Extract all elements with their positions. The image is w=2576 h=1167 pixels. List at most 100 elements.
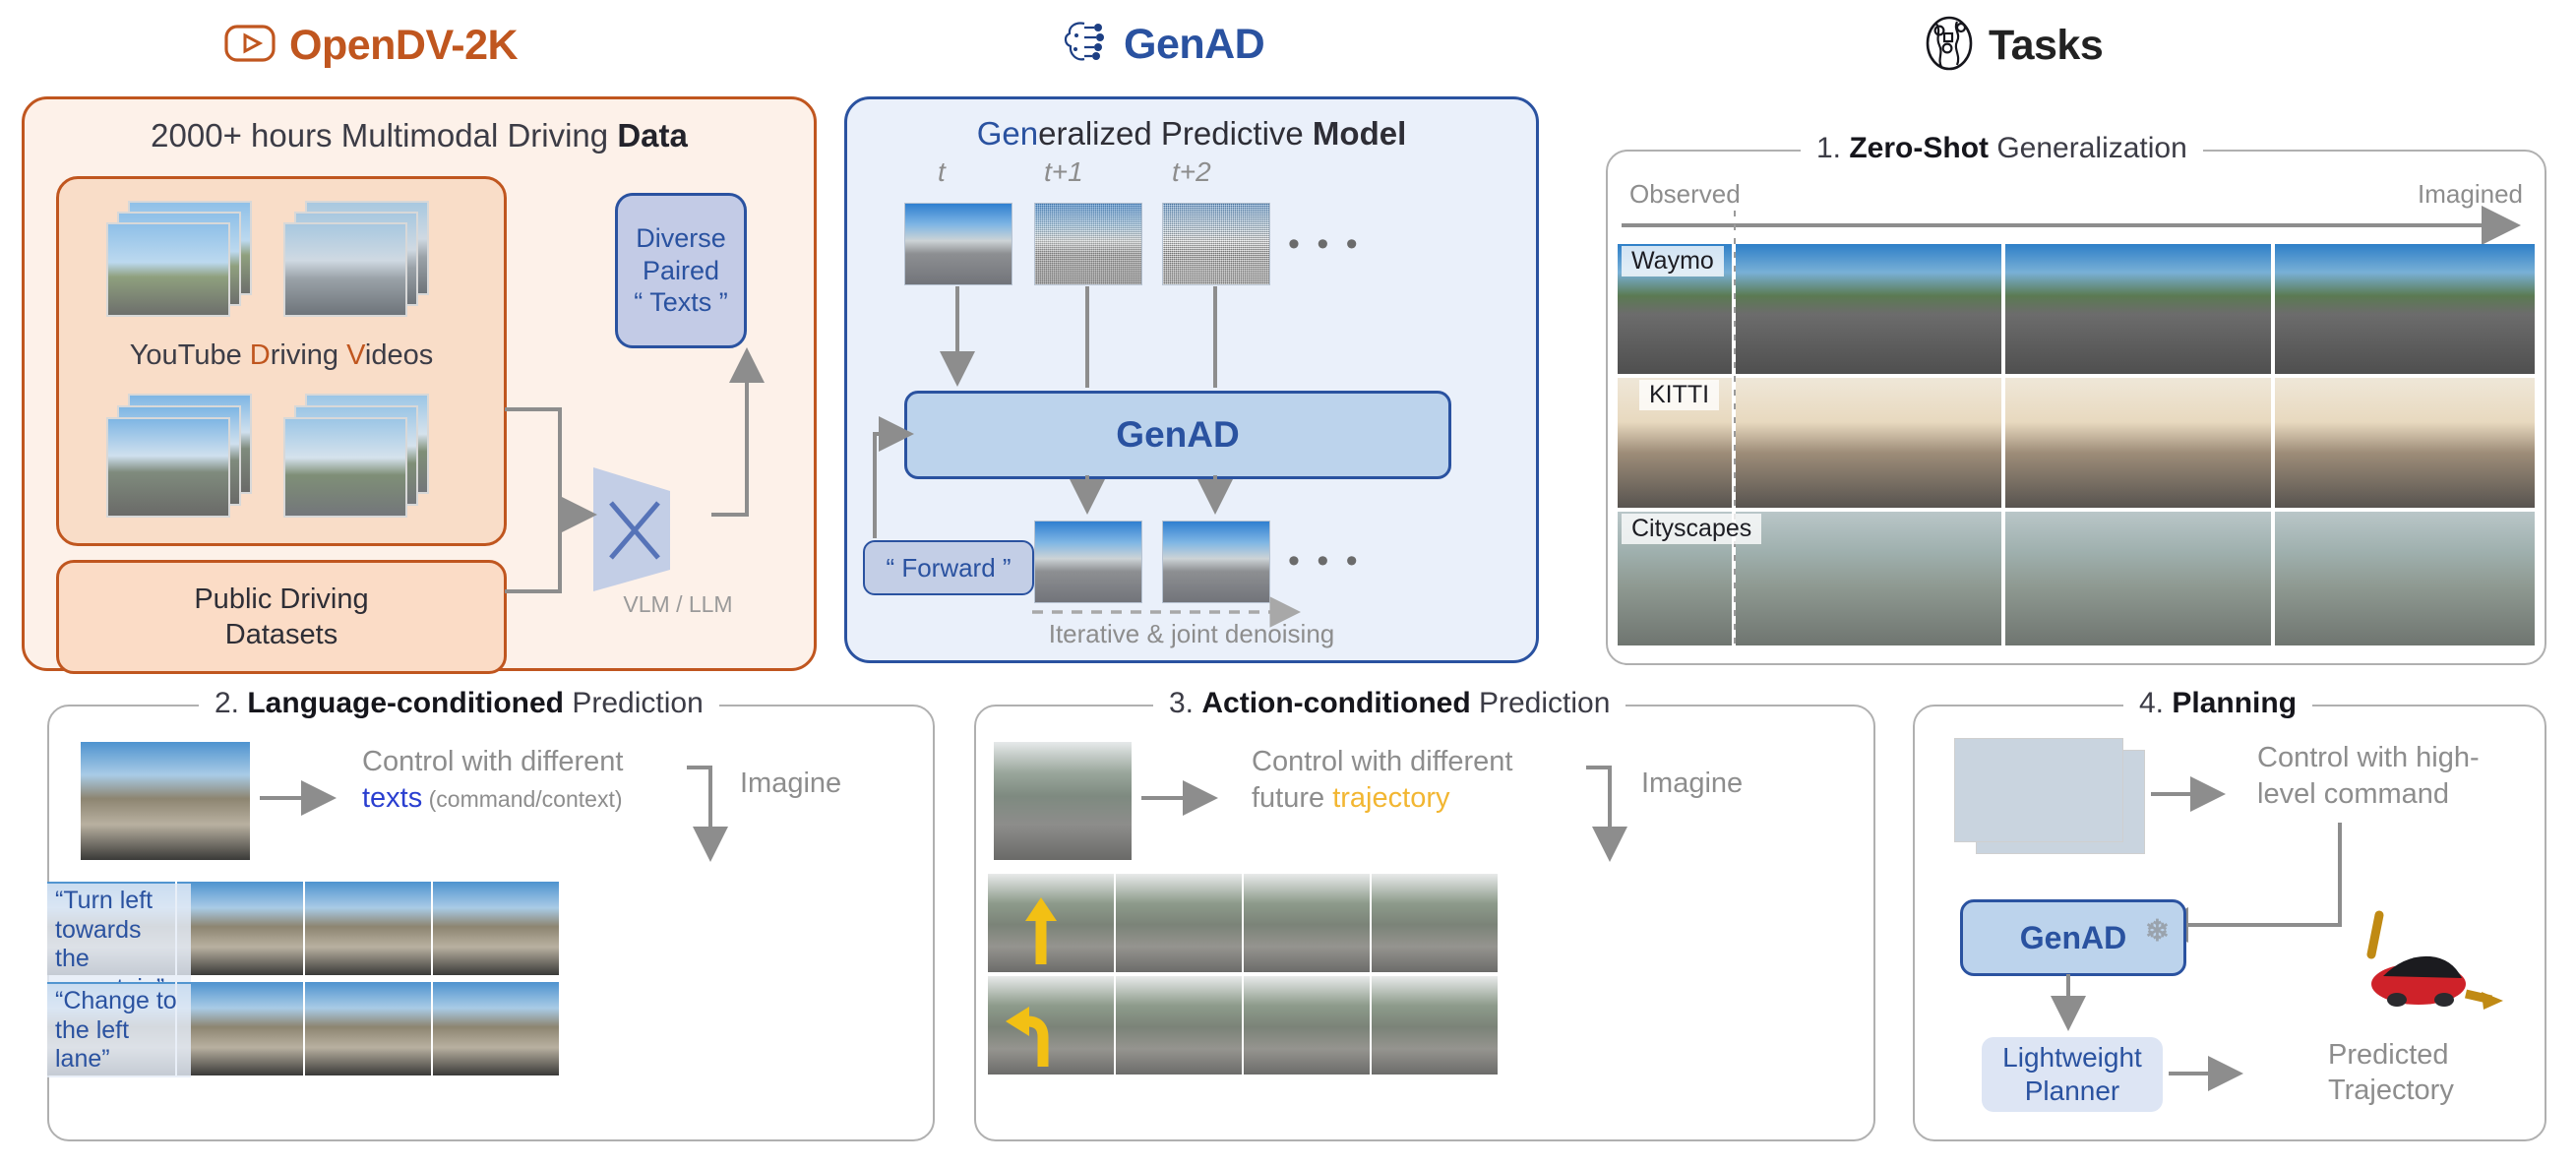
- task-1-title: 1. Zero-Shot Generalization: [1801, 132, 2203, 165]
- brand-opendv: OpenDV-2K: [224, 22, 519, 70]
- generalized-predictive-model-title: Generalized Predictive Model: [976, 115, 1407, 152]
- action-row1-tile-0: [988, 874, 1114, 972]
- forward-condition-arrow: [873, 416, 914, 538]
- brand-genad: GenAD: [1061, 18, 1265, 72]
- lightweight-planner-label: Lightweight Planner: [2002, 1042, 2142, 1106]
- timestep-label-t: t: [938, 156, 946, 187]
- predicted-trajectory-car-icon: [2366, 910, 2503, 1010]
- opendv-panel-title: 2000+ hours Multimodal Driving Data: [151, 117, 688, 154]
- planning-genad-to-planner-arrow: [2051, 974, 2086, 1031]
- zeroshot-tile-cityscapes-2: [2005, 512, 2271, 645]
- noisy-frame-t1: [1034, 203, 1142, 285]
- noisy-frame-t2: [1162, 203, 1270, 285]
- dataset-label-kitti: KITTI: [1639, 380, 1720, 410]
- photo-stack-highway: [106, 394, 254, 522]
- frames-ellipsis-top: • • •: [1288, 225, 1362, 263]
- task-card-zero-shot: 1. Zero-Shot Generalization Observed Ima…: [1606, 132, 2546, 665]
- language-row1-tile-1: [177, 882, 303, 975]
- lightweight-planner-box: Lightweight Planner: [1982, 1037, 2163, 1112]
- left-turn-arrow-icon: [1006, 1007, 1049, 1067]
- language-imagine-arrow: [687, 766, 728, 862]
- action-row1-tile-2: [1244, 874, 1370, 972]
- brand-tasks: Tasks: [1924, 16, 2104, 76]
- youtube-play-icon: [224, 25, 276, 67]
- photo-stack-downtown: [283, 394, 431, 522]
- task-card-language-conditioned: 2. Language-conditioned Prediction Contr…: [47, 687, 935, 1141]
- youtube-driving-videos-label: YouTube Driving Videos: [129, 339, 434, 371]
- action-control-text: Control with different future trajectory: [1252, 746, 1513, 815]
- planning-input-arrow: [2151, 776, 2226, 812]
- planning-control-text: Control with high- level command: [2257, 742, 2480, 811]
- language-quote-2: “Change to the left lane”: [47, 984, 191, 1077]
- planning-genad-box: GenAD ❄: [1960, 899, 2186, 976]
- language-row2-tile-1: [177, 982, 303, 1075]
- planner-to-output-arrow: [2169, 1056, 2243, 1091]
- language-row1-tile-3: [433, 882, 559, 975]
- task-card-planning: 4. Planning Control with high- level com…: [1913, 687, 2546, 1141]
- brain-circuit-icon: [1061, 18, 1110, 72]
- output-frame-t2: [1162, 521, 1270, 603]
- input-frame-t: [904, 203, 1012, 285]
- planning-command-feedback-arrow: [2153, 823, 2342, 943]
- brand-opendv-label: OpenDV-2K: [289, 22, 519, 69]
- genad-input-arrows: [940, 286, 1217, 388]
- zeroshot-tile-kitti-2: [2005, 378, 2271, 508]
- opendv-flow-arrows: [505, 347, 765, 593]
- genad-model-label: GenAD: [1116, 414, 1240, 455]
- dataset-label-waymo: Waymo: [1622, 246, 1724, 276]
- language-input-arrow: [260, 780, 337, 816]
- public-driving-datasets-label: Public Driving Datasets: [194, 583, 369, 650]
- imagined-label: Imagined: [2418, 179, 2523, 209]
- denoising-dashed-arrow: [1032, 596, 1301, 628]
- timestep-label-t2: t+2: [1172, 156, 1211, 187]
- action-row2-tile-3: [1372, 976, 1498, 1075]
- denoising-caption: Iterative & joint denoising: [1048, 619, 1335, 648]
- forward-command-box: “ Forward ”: [863, 540, 1034, 595]
- opendv-panel: 2000+ hours Multimodal Driving Data YouT…: [22, 96, 817, 674]
- task-card-action-conditioned: 3. Action-conditioned Prediction Control…: [974, 687, 1875, 1141]
- action-row1-tile-1: [1116, 874, 1242, 972]
- planning-input-stack: [1954, 738, 2151, 866]
- timestep-label-t1: t+1: [1044, 156, 1083, 187]
- language-row2-tile-2: [305, 982, 431, 1075]
- dataset-label-cityscapes: Cityscapes: [1622, 514, 1762, 544]
- output-frame-t1: [1034, 521, 1142, 603]
- action-imagine-label: Imagine: [1641, 768, 1744, 799]
- language-row1-tile-2: [305, 882, 431, 975]
- action-imagine-arrow: [1586, 766, 1627, 862]
- genad-panel: Generalized Predictive Model t t+1 t+2 •…: [844, 96, 1539, 663]
- youtube-driving-videos-box: YouTube Driving Videos: [56, 176, 507, 546]
- action-row2-tile-2: [1244, 976, 1370, 1075]
- zeroshot-tile-cityscapes-1: [1736, 512, 2001, 645]
- diverse-paired-texts-box: Diverse Paired “ Texts ”: [615, 193, 747, 348]
- snowflake-icon: ❄: [2144, 915, 2170, 948]
- zeroshot-tile-kitti-1: [1736, 378, 2001, 508]
- zeroshot-tile-kitti-3: [2275, 378, 2535, 508]
- vlm-llm-trapezoid-icon: [593, 467, 670, 591]
- zeroshot-tile-cityscapes-3: [2275, 512, 2535, 645]
- zeroshot-tile-waymo-2: [2005, 244, 2271, 374]
- planning-genad-label: GenAD: [2019, 919, 2127, 955]
- genad-output-arrows: [1070, 475, 1233, 515]
- globe-icon: [1924, 16, 1975, 76]
- brand-tasks-label: Tasks: [1989, 22, 2104, 69]
- public-driving-datasets-box: Public Driving Datasets: [56, 560, 507, 674]
- language-imagine-label: Imagine: [740, 768, 842, 799]
- task-3-title: 3. Action-conditioned Prediction: [1153, 687, 1626, 720]
- task-4-title: 4. Planning: [2123, 687, 2313, 720]
- language-row2-tile-3: [433, 982, 559, 1075]
- action-input-arrow: [1141, 780, 1218, 816]
- observed-label: Observed: [1629, 179, 1741, 209]
- zeroshot-tile-waymo-3: [2275, 244, 2535, 374]
- task-2-title: 2. Language-conditioned Prediction: [199, 687, 719, 720]
- zeroshot-tile-waymo-1: [1736, 244, 2001, 374]
- photo-stack-city: [283, 201, 431, 317]
- action-row2-tile-0: [988, 976, 1114, 1075]
- observed-imagined-divider: [1734, 211, 1736, 651]
- action-row1-tile-3: [1372, 874, 1498, 972]
- vlm-llm-label: VLM / LLM: [623, 591, 733, 617]
- straight-arrow-icon: [1025, 897, 1057, 964]
- action-input-frame: [994, 742, 1132, 860]
- diverse-paired-texts-label: Diverse Paired “ Texts ”: [634, 222, 728, 318]
- action-row2-tile-1: [1116, 976, 1242, 1075]
